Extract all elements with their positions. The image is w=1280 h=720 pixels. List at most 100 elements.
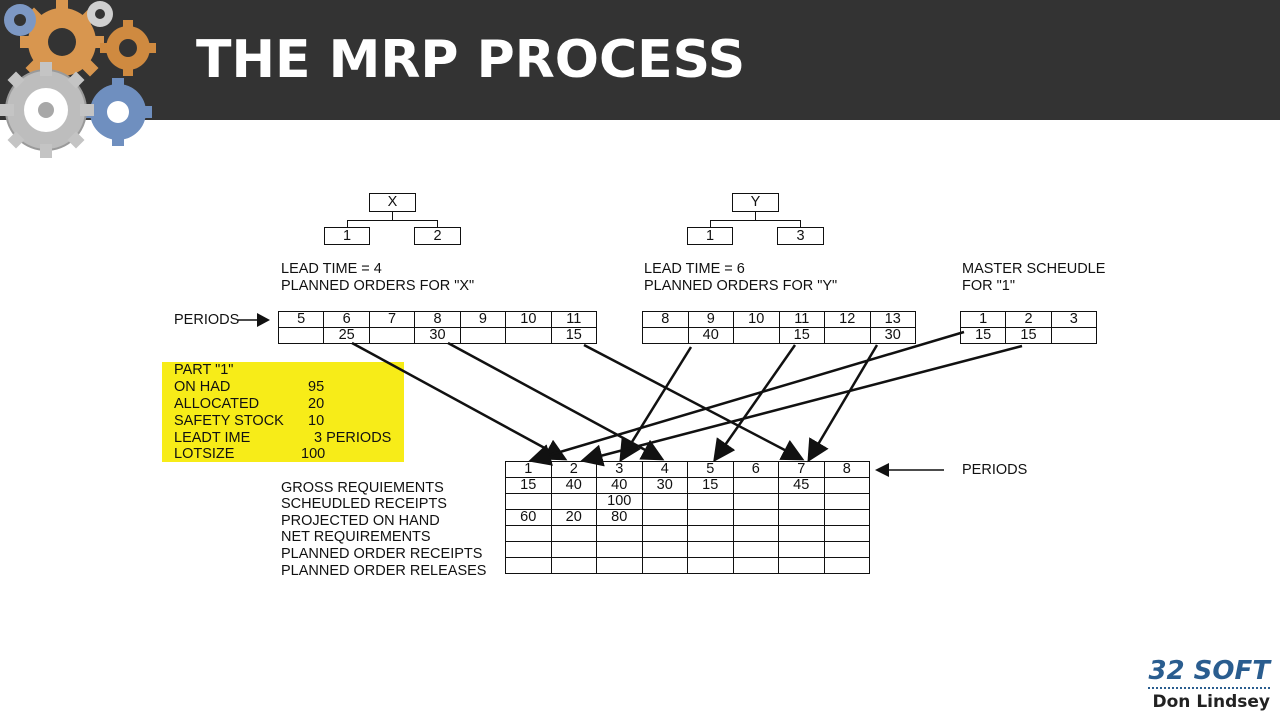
- value-cell: [1050, 327, 1098, 344]
- mrp-cell: [732, 493, 779, 510]
- master-schedule-for-label: FOR "1": [962, 278, 1015, 294]
- mrp-cell: [823, 509, 870, 526]
- mrp-cell: [641, 541, 688, 558]
- brand-logo: 32 SOFT Don Lindsey: [1148, 656, 1270, 713]
- table-row: [505, 557, 870, 574]
- mrp-cell: [687, 493, 734, 510]
- period-cell: 5: [687, 461, 734, 478]
- mrp-cell: [641, 493, 688, 510]
- brand-name: 32 SOFT: [1148, 656, 1270, 686]
- period-cell: 9: [459, 311, 507, 328]
- mrp-cell: [550, 557, 597, 574]
- mrp-cell: [596, 557, 643, 574]
- gear-orange-small-icon: [100, 20, 156, 76]
- mrp-cell: [823, 477, 870, 494]
- tree-y-stem: [755, 212, 756, 220]
- lead-time-y: LEAD TIME = 6: [644, 261, 745, 277]
- period-cell: 1: [505, 461, 552, 478]
- mrp-cell: [505, 557, 552, 574]
- mrp-cell: 60: [505, 509, 552, 526]
- tree-x-parent: X: [369, 193, 416, 212]
- tree-x-stem: [392, 212, 393, 220]
- master-schedule-table: 1 2 3 15 15: [959, 311, 1098, 344]
- mrp-cell: [778, 509, 825, 526]
- period-cell: 8: [414, 311, 461, 328]
- period-cell: 2: [1005, 311, 1052, 328]
- mrp-cell: [505, 493, 552, 510]
- tree-y-bar: [710, 220, 801, 221]
- planned-orders-x-label: PLANNED ORDERS FOR "X": [281, 278, 475, 294]
- tree-x-child-2: 2: [414, 227, 461, 245]
- part-info-value: 3 PERIODS: [314, 430, 392, 446]
- mrp-cell: [641, 557, 688, 574]
- mrp-cell: [550, 493, 597, 510]
- period-cell: 4: [641, 461, 688, 478]
- period-cell: 6: [732, 461, 779, 478]
- periods-label-bottom: PERIODS: [962, 462, 1028, 478]
- table-row: 1 2 3 4 5 6 7 8: [505, 461, 870, 478]
- period-cell: 8: [642, 311, 689, 328]
- period-cell: 10: [505, 311, 552, 328]
- value-cell: [642, 327, 689, 344]
- tree-x-right-drop: [437, 220, 438, 227]
- table-row: [505, 541, 870, 558]
- gears-logo-icon: [0, 0, 156, 158]
- table-row: 40 15 30: [642, 327, 916, 344]
- mrp-cell: [778, 493, 825, 510]
- mrp-row-label: PLANNED ORDER RELEASES: [281, 563, 487, 579]
- mrp-cell: [732, 509, 779, 526]
- mrp-cell: [732, 525, 779, 542]
- mrp-cell: [687, 509, 734, 526]
- periods-bottom-arrow: [875, 463, 944, 477]
- mrp-cell: [732, 557, 779, 574]
- period-cell: 2: [550, 461, 597, 478]
- value-cell: [368, 327, 416, 344]
- arrow-ms-15-to-p1: [528, 330, 965, 466]
- mrp-cell: [778, 541, 825, 558]
- lead-time-x: LEAD TIME = 4: [281, 261, 382, 277]
- part-info-value: 20: [308, 396, 325, 412]
- period-cell: 6: [323, 311, 370, 328]
- arrow-x-30-to-p4: [447, 341, 665, 461]
- mrp-cell: [823, 541, 870, 558]
- period-cell: 9: [687, 311, 734, 328]
- value-cell: 15: [1005, 327, 1052, 344]
- period-cell: 1: [959, 311, 1007, 328]
- mrp-cell: 15: [687, 477, 734, 494]
- period-cell: 13: [869, 311, 916, 328]
- tree-y-left-drop: [710, 220, 711, 227]
- value-cell: [459, 327, 507, 344]
- period-cell: 10: [733, 311, 780, 328]
- period-cell: 8: [823, 461, 870, 478]
- mrp-cell: [505, 525, 552, 542]
- table-row: 100: [505, 493, 870, 510]
- tree-x-left-drop: [347, 220, 348, 227]
- part-info-label: LOTSIZE: [174, 446, 235, 462]
- periods-top-arrow: [238, 313, 270, 327]
- table-row: 25 30 15: [277, 327, 598, 344]
- arrow-y-40-to-p3: [619, 346, 693, 463]
- value-cell: 40: [687, 327, 734, 344]
- mrp-cell: [687, 541, 734, 558]
- value-cell: 25: [323, 327, 370, 344]
- slide-header: [0, 0, 1280, 120]
- brand-author: Don Lindsey: [1152, 692, 1270, 712]
- tree-y-child-1: 1: [687, 227, 733, 245]
- period-cell: 12: [824, 311, 871, 328]
- mrp-cell: [505, 541, 552, 558]
- planned-orders-y-label: PLANNED ORDERS FOR "Y": [644, 278, 838, 294]
- periods-label-top: PERIODS: [174, 312, 240, 328]
- gear-silver-icon: [0, 62, 94, 158]
- mrp-row-label: NET REQUIREMENTS: [281, 529, 431, 545]
- value-cell: [277, 327, 325, 344]
- arrow-y-30-to-p7: [807, 344, 879, 463]
- period-cell: 3: [596, 461, 643, 478]
- mrp-cell: 30: [641, 477, 688, 494]
- tree-x-bar: [347, 220, 438, 221]
- value-cell: [733, 327, 780, 344]
- mrp-cell: [550, 525, 597, 542]
- mrp-cell: 80: [596, 509, 643, 526]
- period-cell: 7: [368, 311, 416, 328]
- value-cell: [824, 327, 871, 344]
- mrp-cell: [823, 493, 870, 510]
